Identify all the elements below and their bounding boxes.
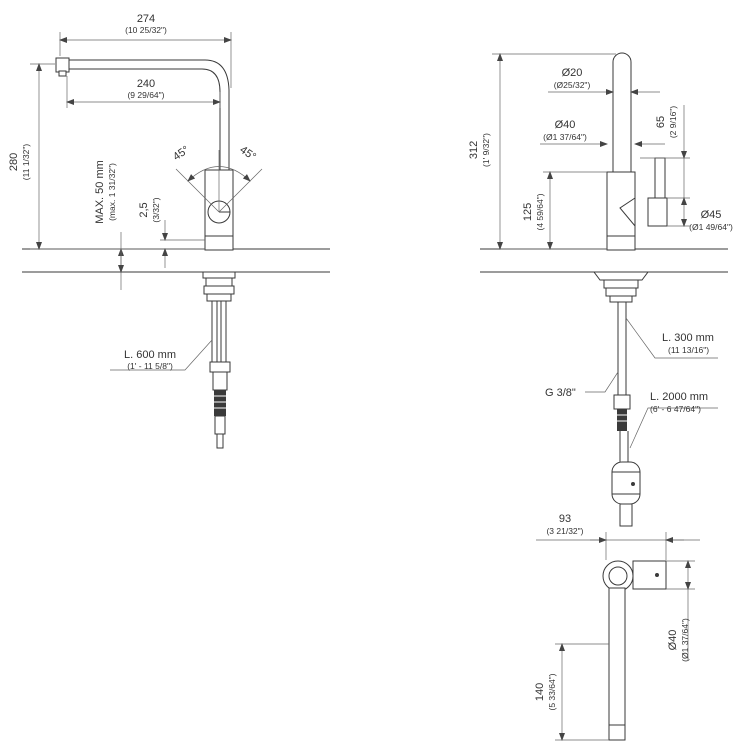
dim-93-imperial: (3 21/32") — [546, 526, 583, 536]
dim-312-imperial: (1' 9/32") — [481, 133, 491, 167]
top-view: 93 (3 21/32") Ø40 (Ø1 37/64") 140 (5 33/… — [534, 513, 700, 741]
dim-2-5: 2,5 — [138, 202, 150, 217]
dim-240-imperial: (9 29/64") — [127, 90, 164, 100]
dim-d45: Ø45 — [701, 209, 722, 221]
dim-d20: Ø20 — [562, 67, 583, 79]
dim-d20-imperial: (Ø25/32") — [554, 80, 591, 90]
dim-d40: Ø40 — [555, 119, 576, 131]
hose-length-600-imperial: (1' - 11 5/8") — [127, 361, 173, 371]
dim-312: 312 — [468, 141, 480, 159]
front-view: 274 (10 25/32") 240 (9 29/64") 280 (11 1… — [8, 13, 330, 449]
dim-2-5-imperial: (3/32") — [151, 197, 161, 222]
dim-140-imperial: (5 33/64") — [547, 673, 557, 710]
dim-d45-imperial: (Ø1 49/64") — [689, 222, 733, 232]
hose-length-600: L. 600 mm — [124, 349, 176, 361]
hose-length-300-imperial: (11 13/16") — [668, 345, 709, 355]
angle-right: 45° — [237, 144, 258, 163]
dim-125-imperial: (4 59/64") — [535, 193, 545, 230]
dim-240: 240 — [137, 78, 155, 90]
dim-140: 140 — [534, 683, 546, 701]
dim-274-imperial: (10 25/32") — [125, 25, 167, 35]
dim-280: 280 — [8, 153, 20, 171]
dim-280-imperial: (11 1/32") — [21, 144, 31, 181]
dim-d40-imperial: (Ø1 37/64") — [543, 132, 587, 142]
dim-top-d40: Ø40 — [667, 630, 679, 651]
dim-65: 65 — [655, 116, 667, 128]
dim-max-50: MAX. 50 mm — [94, 160, 106, 224]
dim-top-d40-imperial: (Ø1 37/64") — [680, 618, 690, 662]
angle-left: 45° — [171, 144, 192, 163]
hose-length-2000-imperial: (6' - 6 47/64") — [650, 404, 701, 414]
dim-274: 274 — [137, 13, 155, 25]
dim-max-50-imperial: (max. 1 31/32") — [107, 163, 117, 221]
dim-125: 125 — [522, 203, 534, 221]
side-view: 312 (1' 9/32") Ø20 (Ø25/32") Ø40 (Ø1 37/… — [468, 52, 733, 527]
hose-length-300: L. 300 mm — [662, 332, 714, 344]
hose-length-2000: L. 2000 mm — [650, 391, 708, 403]
dim-93: 93 — [559, 513, 571, 525]
thread-g38: G 3/8" — [545, 387, 576, 399]
dim-65-imperial: (2 9/16") — [668, 106, 678, 138]
